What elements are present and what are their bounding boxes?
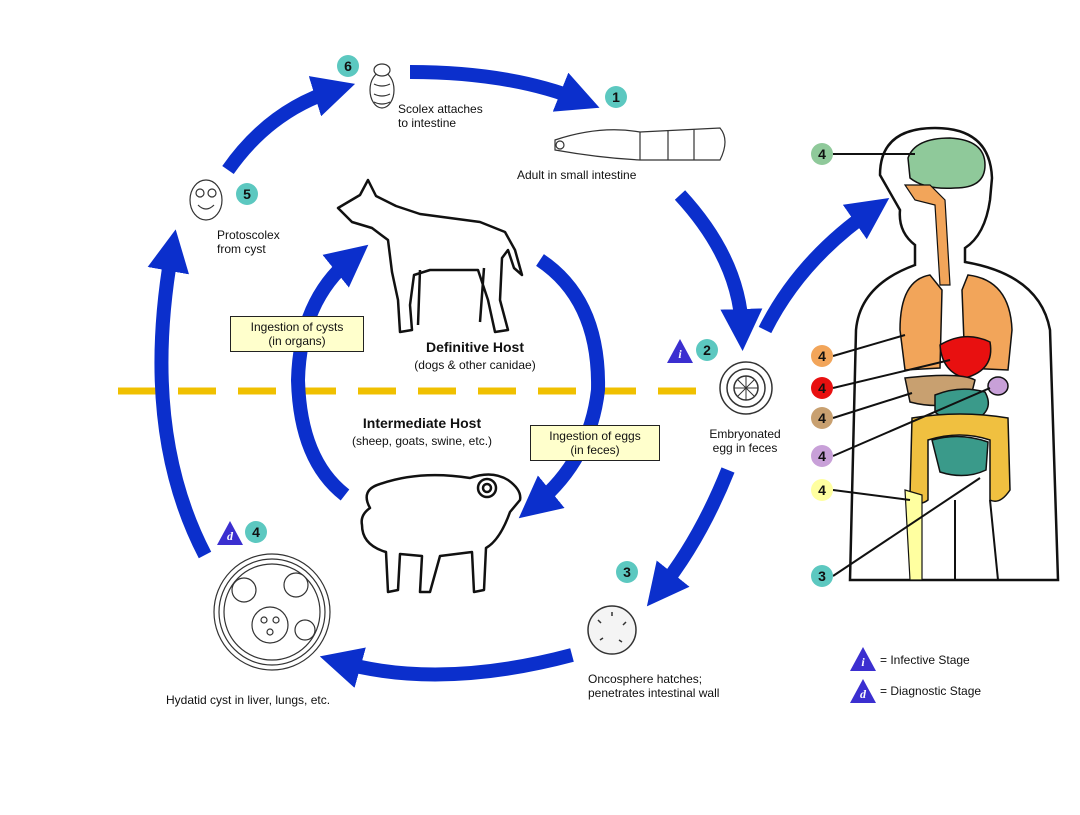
arrow-3-to-4 <box>319 647 574 688</box>
arrow-4-to-5 <box>147 229 212 559</box>
organ-badge-lung: 4 <box>811 345 833 367</box>
ingestion-of-eggs-box: Ingestion of eggs(in feces) <box>530 425 660 461</box>
arrow-eggs-to-sheep <box>518 254 606 519</box>
arrow-6-to-1 <box>409 65 600 112</box>
stage-3-label: Oncosphere hatches;penetrates intestinal… <box>588 672 720 700</box>
intermediate-host-title: Intermediate Host <box>362 415 482 431</box>
inner-cycle-arrows <box>290 244 606 519</box>
egg-drawing <box>719 361 773 415</box>
definitive-host-subtitle: (dogs & other canidae) <box>414 358 536 372</box>
organ-leader-lines <box>832 153 991 577</box>
legend-infective-icon: i <box>850 647 876 671</box>
arrow-cysts-to-dog <box>290 244 369 501</box>
infective-stage-marker: i <box>667 339 693 363</box>
brain-shape <box>907 137 986 190</box>
heart-shape <box>939 336 992 379</box>
left-lung-shape <box>899 274 943 371</box>
stage-3-badge: 3 <box>616 561 638 583</box>
thigh-bone-shape <box>904 489 923 581</box>
airway-shape <box>903 184 951 286</box>
organ-badge-brain: 4 <box>811 143 833 165</box>
adult-worm-drawing <box>554 127 726 161</box>
arrow-2-to-3 <box>646 467 735 607</box>
ingestion-of-cysts-box: Ingestion of cysts(in organs) <box>230 316 364 352</box>
organ-badge-bone: 4 <box>811 479 833 501</box>
arrow-to-human <box>758 198 890 334</box>
stage-5-badge: 5 <box>236 183 258 205</box>
arrow-5-to-6 <box>222 76 356 175</box>
scolex-drawing <box>369 63 395 109</box>
stage-2-badge: 2 <box>696 339 718 361</box>
legend-diagnostic-icon: d <box>850 679 876 703</box>
organ-badge-intestine: 3 <box>811 565 833 587</box>
human-body <box>832 126 1060 582</box>
large-intestine-shape <box>909 413 1011 504</box>
stage-1-label: Adult in small intestine <box>517 168 637 182</box>
spleen-shape <box>987 376 1009 396</box>
stage-4-label: Hydatid cyst in liver, lungs, etc. <box>166 693 331 707</box>
diagnostic-stage-marker: d <box>217 521 243 545</box>
stage-4-badge: 4 <box>245 521 267 543</box>
legend-infective-label: = Infective Stage <box>880 653 970 667</box>
intermediate-host-subtitle: (sheep, goats, swine, etc.) <box>351 434 493 448</box>
sheep-drawing <box>360 473 522 594</box>
outer-cycle-arrows <box>147 65 890 688</box>
hydatid-cyst-drawing <box>213 553 331 671</box>
definitive-host-title: Definitive Host <box>425 339 524 355</box>
organ-badge-liver: 4 <box>811 377 833 399</box>
organ-badge-kidney: 4 <box>811 407 833 429</box>
small-intestine-shape <box>931 435 989 477</box>
oncosphere-drawing <box>587 605 637 655</box>
organ-badge-spleen: 4 <box>811 445 833 467</box>
stage-6-badge: 6 <box>337 55 359 77</box>
arrow-1-to-2 <box>674 190 763 351</box>
leg-line <box>954 499 999 581</box>
dog-drawing <box>336 178 524 334</box>
protoscolex-drawing <box>189 179 223 221</box>
stage-1-badge: 1 <box>605 86 627 108</box>
legend-diagnostic-label: = Diagnostic Stage <box>880 684 982 698</box>
